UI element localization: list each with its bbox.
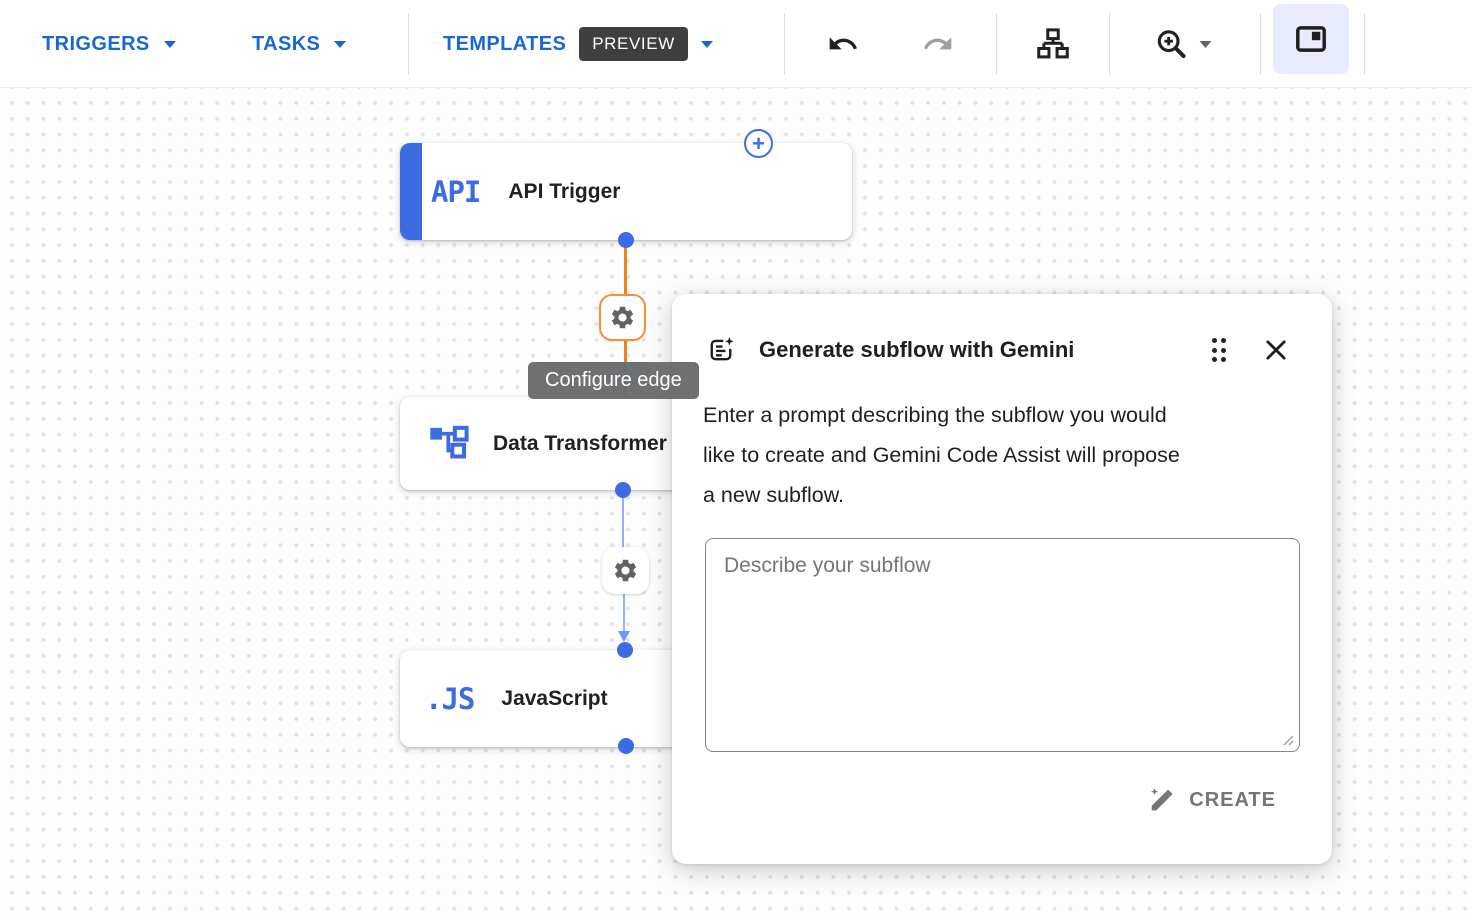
prompt-field-wrap [705,538,1300,752]
toolbar-divider [408,13,409,75]
undo-button[interactable] [827,28,859,60]
redo-button[interactable] [922,28,954,60]
toolbar-divider [996,13,997,75]
node-label: JavaScript [501,686,608,710]
node-label: API Trigger [508,179,621,203]
port-api-out[interactable] [618,232,634,248]
generate-doc-icon [710,337,734,361]
gear-icon [614,559,637,582]
toolbar-divider [1260,13,1261,75]
undo-icon [829,37,857,50]
tasks-label: TASKS [252,32,321,55]
toggle-panel-button[interactable] [1273,4,1349,74]
create-button[interactable]: CREATE [1148,786,1276,814]
magic-pen-icon [1151,788,1173,811]
close-icon[interactable] [1262,336,1290,364]
zoom-control[interactable] [1155,27,1212,61]
toolbar-divider [1364,13,1365,75]
configure-edge-tooltip: Configure edge [528,362,699,399]
editor-toolbar: TRIGGERS TASKS TEMPLATES PREVIEW [0,0,1472,88]
generate-subflow-dialog: Generate subflow with Gemini Enter a pro… [672,294,1332,864]
toolbar-divider [784,13,785,75]
dialog-description: Enter a prompt describing the subflow yo… [703,403,1180,507]
triggers-label: TRIGGERS [42,32,150,55]
panel-toggle-icon [1296,26,1326,52]
data-transformer-icon [430,425,469,458]
configure-edge-button[interactable] [602,547,649,594]
gear-icon [611,306,634,329]
edge-arrowhead [617,631,630,642]
auto-layout-button[interactable] [1035,26,1071,62]
configure-edge-button[interactable] [599,294,646,341]
port-js-in[interactable] [617,642,633,658]
subflow-prompt-input[interactable] [705,538,1300,752]
edge-api-to-transformer [624,241,627,294]
node-api-trigger[interactable]: API API Trigger [400,143,852,240]
templates-menu[interactable]: TEMPLATES PREVIEW [443,0,713,88]
plus-icon: + [752,130,765,156]
node-label: Data Transformer [493,431,667,455]
dialog-title: Generate subflow with Gemini [759,337,1075,362]
chevron-down-icon [700,40,713,48]
port-js-out[interactable] [618,738,634,754]
zoom-in-icon [1157,30,1186,59]
chevron-down-icon [163,40,176,48]
flow-canvas[interactable]: API API Trigger + Data Transformer .JS J… [0,88,1472,920]
triggers-menu[interactable]: TRIGGERS [42,0,176,88]
chevron-down-icon [1199,40,1212,48]
redo-icon [924,37,952,50]
api-icon: API [431,174,481,209]
preview-badge: PREVIEW [579,27,688,61]
dialog-header: Generate subflow with Gemini [706,335,1290,365]
templates-label: TEMPLATES [443,32,567,55]
tasks-menu[interactable]: TASKS [252,0,347,88]
drag-handle-icon[interactable] [1211,338,1226,362]
chevron-down-icon [334,40,347,48]
edge-transformer-to-js [622,490,624,547]
js-icon: .JS [425,681,475,716]
add-node-button[interactable]: + [744,129,773,158]
edge-transformer-to-js [623,594,625,634]
sitemap-icon [1037,28,1069,59]
toolbar-divider [1109,13,1110,75]
create-label: CREATE [1189,788,1276,811]
trigger-accent-bar [400,143,422,240]
port-transformer-out[interactable] [615,482,631,498]
